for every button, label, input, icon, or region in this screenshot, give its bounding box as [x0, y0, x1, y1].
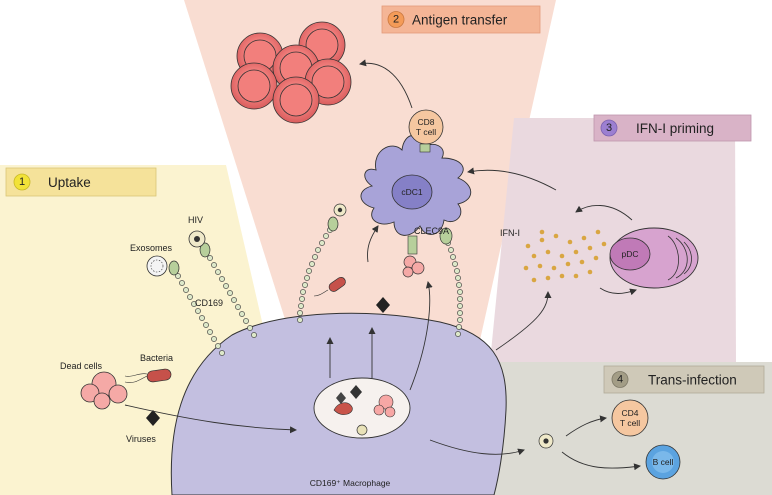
arrow — [575, 205, 633, 221]
bacterium-icon — [333, 402, 353, 415]
cd8-t-cell: CD8 T cell — [408, 109, 444, 153]
cd8-label-line1: CD8 — [417, 117, 434, 127]
phagosome — [313, 377, 411, 439]
bacteria-label: Bacteria — [140, 353, 173, 363]
viruses-label: Viruses — [126, 434, 156, 444]
arrow — [467, 167, 557, 191]
b-cell-label: B cell — [653, 457, 674, 467]
b-cell: B cell — [645, 444, 681, 480]
clec9a-label: CLEC9A — [414, 226, 449, 236]
virus-icon — [350, 385, 362, 399]
trans-infection-panel — [444, 362, 772, 495]
arrow — [599, 287, 637, 296]
hiv-virus-icon — [188, 230, 206, 248]
exosomes-label: Exosomes — [130, 243, 173, 253]
uptake-arrow — [124, 404, 297, 434]
ifn-i-label: IFN-I — [500, 228, 520, 238]
macrophage-label: CD169⁺ Macrophage — [310, 478, 391, 488]
number-badge — [600, 119, 618, 137]
panel-number: 1 — [19, 176, 25, 188]
cd8-label-line2: T cell — [416, 127, 436, 137]
hiv-label: HIV — [188, 215, 203, 225]
arrow — [409, 281, 433, 391]
panel-number: 4 — [617, 374, 623, 386]
number-badge — [387, 11, 405, 28]
arrow — [359, 59, 413, 109]
cdc1-nucleus — [391, 174, 433, 210]
bacterium-icon — [124, 368, 172, 383]
hiv-virus-icon — [538, 433, 554, 449]
ifn-i-molecules — [523, 229, 607, 283]
presented-cells-cluster — [230, 21, 352, 124]
number-badge — [13, 173, 31, 191]
cell — [230, 62, 278, 110]
panel-title: Antigen transfer — [412, 13, 508, 28]
cdc1-label: cDC1 — [401, 187, 423, 197]
arrow — [429, 439, 525, 456]
panel-header-antigen-transfer: 2 Antigen transfer — [381, 5, 541, 34]
arrow — [565, 415, 607, 437]
pdc-cell: pDC — [609, 227, 699, 289]
cd4-t-cell: CD4 T cell — [611, 399, 649, 437]
cd169-label: CD169 — [195, 298, 223, 308]
pdc-label: pDC — [621, 249, 638, 259]
panel-number: 3 — [606, 122, 612, 134]
panel-title: Trans-infection — [648, 373, 737, 388]
panel-title: IFN-I priming — [636, 121, 714, 136]
arrow — [367, 225, 379, 263]
cell — [272, 76, 320, 124]
panel-header-ifn-priming: 3 IFN-I priming — [593, 114, 752, 142]
dead-cell-icon — [80, 371, 128, 410]
panel-title: Uptake — [48, 175, 91, 190]
virus-icon — [356, 424, 368, 436]
arrow — [561, 451, 641, 471]
virus-particle-icon — [376, 297, 390, 313]
virus-particle-icon — [146, 410, 160, 426]
dead-cells-label: Dead cells — [60, 361, 103, 371]
cd4-label-line1: CD4 — [621, 408, 638, 418]
clec9a-receptor — [402, 235, 425, 278]
ifn-priming-panel — [490, 118, 736, 362]
number-badge — [611, 371, 629, 388]
arrow — [495, 291, 552, 351]
cd4-label-line2: T cell — [620, 418, 640, 428]
cd169-receptors — [175, 227, 463, 356]
panel-header-uptake: 1 Uptake — [5, 167, 157, 197]
bacterium-icon — [313, 276, 346, 297]
panel-header-trans-infection: 4 Trans-infection — [603, 365, 765, 394]
receptor-heads — [168, 216, 453, 276]
panel-number: 2 — [393, 14, 399, 26]
hiv-virus-icon — [333, 203, 347, 217]
exosome-icon — [146, 255, 168, 277]
